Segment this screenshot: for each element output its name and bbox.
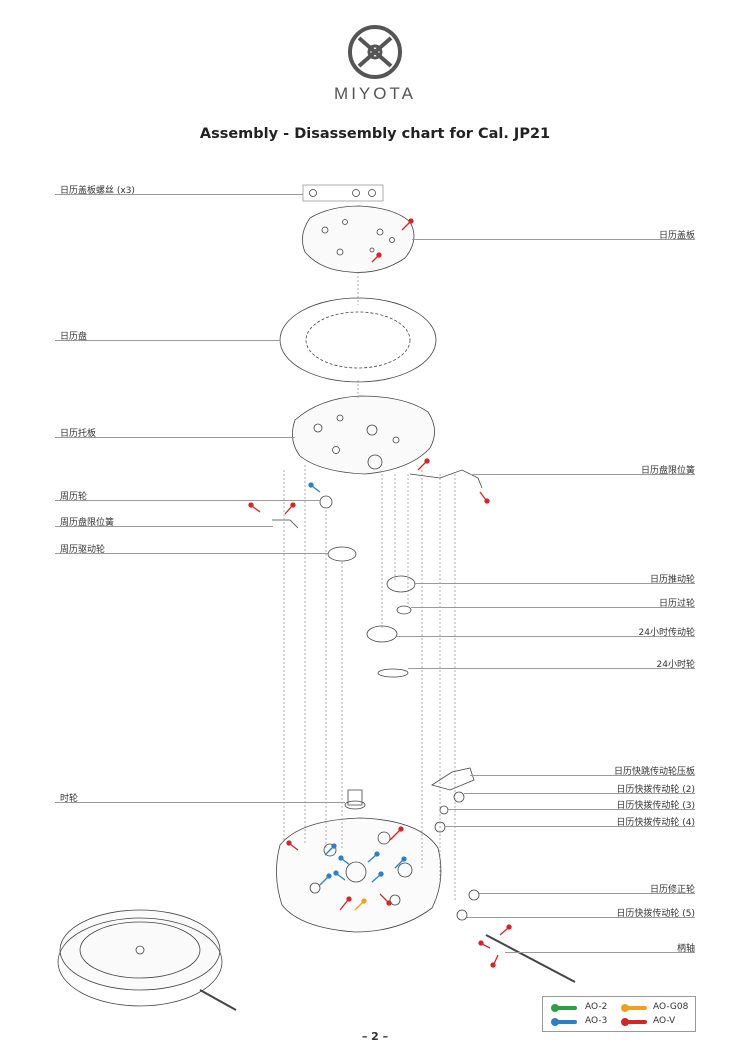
label-week-wheel: 周历轮 bbox=[60, 492, 88, 502]
label-date-cover-screws: 日历盖板螺丝 (x3) bbox=[60, 186, 135, 196]
legend-label-ao-2: AO-2 bbox=[585, 1002, 608, 1012]
label-date-intermediate-wheel: 日历过轮 bbox=[658, 599, 695, 609]
page-number: – 2 – bbox=[361, 1030, 389, 1043]
label-winding-stem: 柄轴 bbox=[676, 944, 695, 954]
leader-line bbox=[467, 917, 695, 918]
leader-line bbox=[55, 500, 320, 501]
oil-legend: AO-2 AO-G08 AO-3 AO-V bbox=[542, 996, 696, 1032]
leader-line bbox=[505, 952, 695, 953]
label-24h-transmission-wheel: 24小时传动轮 bbox=[638, 628, 695, 638]
page-title: Assembly - Disassembly chart for Cal. JP… bbox=[199, 126, 551, 142]
leader-line bbox=[55, 802, 345, 803]
leader-line bbox=[470, 775, 695, 776]
ao-2-swatch-icon bbox=[551, 1004, 577, 1012]
leader-line bbox=[55, 340, 280, 341]
label-24h-wheel: 24小时轮 bbox=[656, 660, 695, 670]
leader-line bbox=[445, 826, 695, 827]
label-week-drive-wheel: 周历驱动轮 bbox=[60, 545, 106, 555]
leader-line bbox=[479, 893, 695, 894]
legend-swatches bbox=[551, 1004, 647, 1026]
leader-line bbox=[470, 474, 695, 475]
label-hour-wheel: 时轮 bbox=[60, 794, 79, 804]
leader-line bbox=[55, 437, 295, 438]
leader-line bbox=[411, 607, 695, 608]
leader-line bbox=[397, 636, 695, 637]
leader-line bbox=[55, 194, 303, 195]
label-date-cover-plate: 日历盖板 bbox=[658, 231, 695, 241]
ao-3-swatch-icon bbox=[551, 1018, 577, 1026]
miyota-logo bbox=[0, 22, 750, 86]
leader-line bbox=[55, 526, 273, 527]
leader-line bbox=[448, 809, 695, 810]
label-quick-set-wheel-4: 日历快拨传动轮 (4) bbox=[616, 818, 695, 828]
label-week-dial-spring: 周历盘限位簧 bbox=[60, 518, 115, 528]
legend-label-ao-v: AO-V bbox=[653, 1016, 676, 1026]
ao-v-swatch-icon bbox=[621, 1018, 647, 1026]
miyota-logo-icon bbox=[348, 25, 402, 79]
label-date-driving-wheel: 日历推动轮 bbox=[649, 575, 695, 585]
label-quick-set-wheel-3: 日历快拨传动轮 (3) bbox=[616, 801, 695, 811]
label-date-correction-wheel: 日历修正轮 bbox=[649, 885, 695, 895]
label-quick-jump-plate: 日历快跳传动轮压板 bbox=[613, 767, 695, 777]
brand-name: MIYOTA bbox=[334, 84, 416, 103]
leader-line bbox=[412, 239, 695, 240]
label-date-support-plate: 日历托板 bbox=[60, 429, 97, 439]
leader-line bbox=[464, 793, 695, 794]
leader-line bbox=[415, 583, 695, 584]
legend-label-ao-g08: AO-G08 bbox=[653, 1002, 689, 1012]
label-quick-set-wheel-5: 日历快拨传动轮 (5) bbox=[616, 909, 695, 919]
legend-label-ao-3: AO-3 bbox=[585, 1016, 608, 1026]
label-date-dial-spring: 日历盘限位簧 bbox=[640, 466, 695, 476]
ao-g08-swatch-icon bbox=[621, 1004, 647, 1012]
leader-line bbox=[408, 668, 695, 669]
label-quick-set-wheel-2: 日历快拨传动轮 (2) bbox=[616, 785, 695, 795]
label-date-ring: 日历盘 bbox=[60, 332, 88, 342]
leader-line bbox=[55, 553, 328, 554]
